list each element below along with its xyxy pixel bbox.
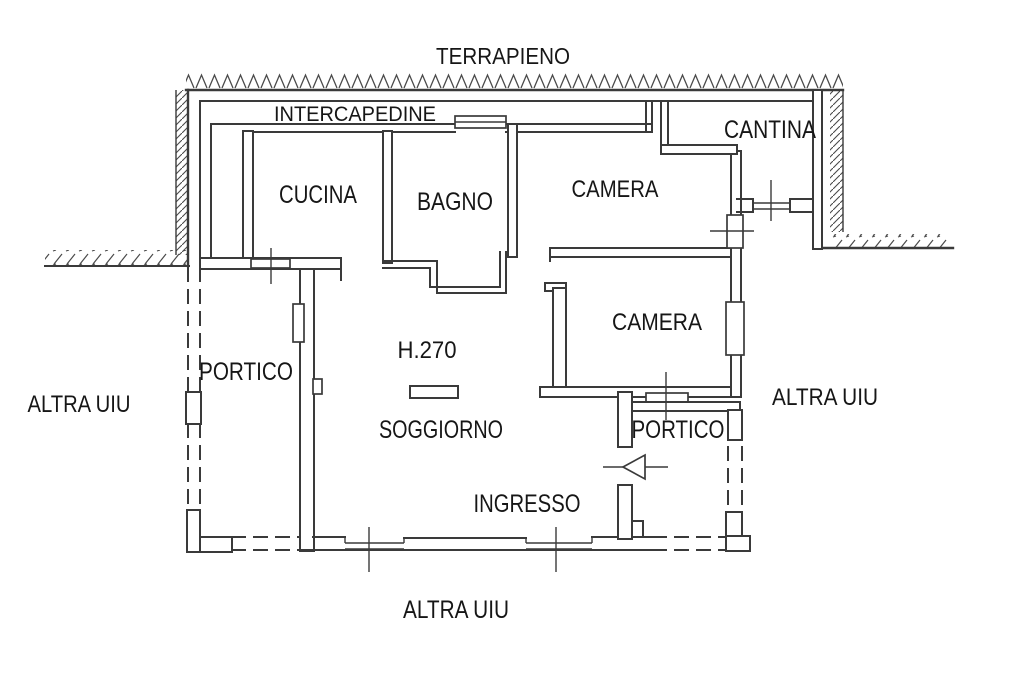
label-altra-uiu-ovest: ALTRA UIU: [28, 391, 131, 418]
wall-cucina-left: [242, 130, 254, 267]
terrapieno-hatch-band: [186, 72, 843, 90]
wall-cantina-south-left: [660, 144, 738, 155]
pillar-ingresso: [631, 520, 644, 538]
window-symbol: [525, 527, 593, 572]
wall-camera-sud-south: [539, 386, 741, 398]
wall-camera-nord-south: [549, 247, 741, 258]
wall-camera-sud-left: [552, 287, 567, 393]
label-altra-uiu-sud: ALTRA UIU: [403, 596, 509, 624]
window-symbol: [710, 214, 754, 249]
label-camera-nord: CAMERA: [572, 176, 659, 203]
window-symbol: [454, 115, 507, 129]
ground-hatch-left: [45, 250, 187, 266]
south-wall: [186, 509, 751, 572]
door-leaf-triangle: [621, 453, 646, 481]
window-symbol: [725, 301, 745, 356]
window-symbol: [344, 527, 405, 572]
wall-ingresso-right-upper: [617, 391, 633, 448]
pier-h270: [409, 385, 459, 399]
label-altra-uiu-est: ALTRA UIU: [772, 384, 878, 411]
label-portico-est: PORTICO: [632, 416, 725, 444]
wall-pier: [312, 378, 323, 395]
wall-portico-est-north: [631, 401, 741, 412]
pillar-southwest: [186, 509, 201, 553]
label-soggiorno: SOGGIORNO: [379, 416, 503, 444]
window-symbol: [292, 303, 305, 343]
portico-dashed-boundaries: [185, 267, 743, 511]
label-camera-sud: CAMERA: [612, 309, 702, 336]
door-symbol: [603, 453, 668, 481]
intercapedine-walls: [210, 100, 653, 259]
wall-bagno-right: [507, 123, 518, 258]
wall-soggiorno-left: [299, 257, 315, 552]
retaining-wall-left-hatch: [176, 90, 189, 255]
label-cucina: CUCINA: [279, 181, 357, 209]
outer-walls: [184, 88, 845, 269]
wall-bagno-south: [382, 251, 507, 294]
label-terrapieno: TERRAPIENO: [436, 43, 570, 69]
wall-cantina-south-right: [736, 180, 814, 221]
wall-bagno-left: [382, 130, 393, 264]
terrain-hatching: [44, 72, 955, 267]
wall-cantina-left: [660, 100, 669, 148]
label-altezza: H.270: [398, 337, 457, 364]
labels: TERRAPIENO INTERCAPEDINE CANTINA CUCINA …: [28, 43, 879, 624]
label-ingresso: INGRESSO: [474, 490, 581, 518]
label-portico-ovest: PORTICO: [199, 358, 293, 386]
label-intercapedine: INTERCAPEDINE: [274, 103, 436, 126]
window-symbol: [250, 248, 291, 284]
label-bagno: BAGNO: [417, 188, 493, 216]
wall-east: [730, 150, 742, 398]
ground-hatch-right: [832, 234, 948, 247]
label-cantina: CANTINA: [724, 116, 816, 144]
room-walls: [199, 89, 823, 552]
pillar-portico-est: [727, 409, 743, 441]
wall-cantina-right: [812, 89, 823, 250]
retaining-wall-right-hatch: [830, 90, 843, 232]
pillar-portico-ovest: [185, 391, 202, 425]
wall-ingresso-right-lower: [617, 484, 633, 540]
